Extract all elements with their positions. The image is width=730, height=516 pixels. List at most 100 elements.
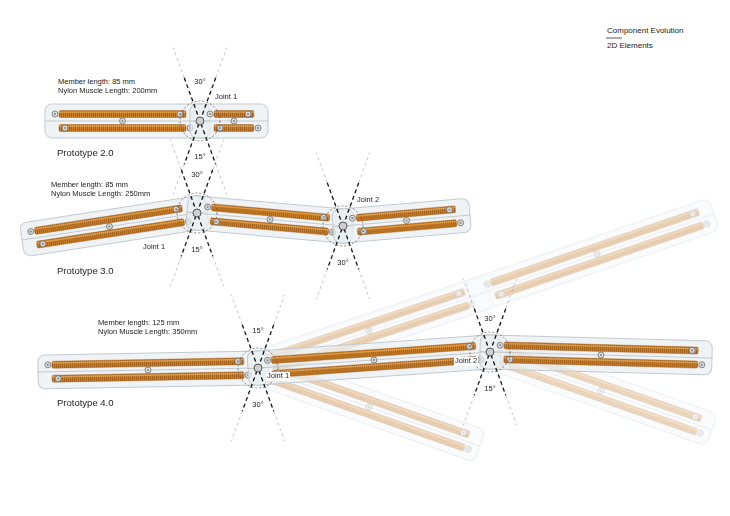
screw-head — [468, 345, 470, 347]
angle-extension — [316, 269, 327, 299]
screw-head — [108, 225, 111, 228]
screw — [106, 223, 113, 230]
screw-head — [269, 218, 271, 220]
acrylic-strip — [480, 335, 713, 375]
screw-head — [47, 364, 49, 366]
screw-head — [121, 120, 123, 122]
screw — [507, 356, 513, 362]
ghost-member — [253, 198, 720, 384]
angle-line — [474, 309, 505, 395]
acrylic-strip — [332, 198, 472, 244]
joint-guide — [170, 140, 223, 287]
screw — [177, 111, 183, 117]
title: Component Evolution — [606, 26, 685, 35]
angle-extension — [213, 256, 224, 286]
screw-head — [500, 293, 503, 296]
angle-extension — [231, 411, 242, 441]
screw — [703, 220, 711, 228]
angle-extension — [359, 153, 370, 183]
acrylic-member — [38, 334, 713, 389]
member-segment — [190, 104, 268, 138]
joint-pin — [193, 209, 201, 217]
nylon-muscle — [210, 218, 329, 235]
screw-head — [57, 378, 59, 380]
joint-circle — [238, 348, 278, 388]
screw-head — [54, 113, 56, 115]
muscle-highlight — [271, 343, 475, 358]
nylon-muscle — [211, 204, 330, 221]
screw — [365, 327, 373, 335]
muscle-highlight — [52, 373, 244, 378]
screw-head — [233, 120, 235, 122]
muscle-highlight — [59, 126, 186, 127]
subtitle: 2D Elements — [606, 41, 654, 50]
screw-head — [705, 222, 708, 225]
joint-circle — [177, 193, 217, 233]
screw — [55, 376, 61, 382]
screw — [231, 118, 237, 124]
screw — [235, 358, 241, 364]
screw-head — [405, 219, 407, 221]
screw — [207, 111, 213, 117]
angle-line — [184, 78, 215, 164]
angle-line — [181, 170, 212, 256]
angle-line — [327, 183, 358, 269]
nylon-muscle — [59, 111, 186, 118]
dimension-label: Nylon Muscle Length: 200mm — [57, 87, 158, 96]
acrylic-strip — [19, 195, 209, 257]
angle-line — [474, 309, 505, 395]
screw — [446, 207, 452, 213]
angle-extension — [506, 279, 517, 309]
center-line — [258, 291, 489, 368]
muscle-highlight — [212, 205, 330, 217]
dimension-label: Nylon Muscle Length: 350mm — [97, 328, 198, 337]
screw-head — [600, 390, 603, 393]
screw-head — [351, 217, 353, 219]
nylon-muscle — [214, 125, 254, 132]
prototype-name: Prototype 4.0 — [56, 398, 115, 409]
angle-line — [184, 78, 215, 164]
angle-line — [327, 183, 358, 269]
member-segment — [45, 104, 210, 138]
screw-head — [701, 364, 703, 366]
angle-extension — [173, 48, 184, 78]
muscle-highlight — [269, 377, 465, 447]
prototypes — [19, 48, 719, 462]
screw — [497, 342, 503, 348]
acrylic-strip — [247, 334, 501, 385]
acrylic-strip — [190, 104, 268, 138]
screw — [689, 210, 697, 218]
screw — [245, 111, 251, 117]
screw-head — [64, 127, 66, 129]
screw — [173, 206, 180, 213]
nylon-muscle — [34, 205, 182, 235]
screw — [360, 228, 366, 234]
screw-head — [691, 212, 694, 215]
muscle-highlight — [272, 357, 476, 372]
screw — [457, 220, 463, 226]
screw-head — [257, 127, 259, 129]
dimension-label: Nylon Muscle Length: 250mm — [50, 190, 151, 199]
nylon-muscle — [494, 222, 704, 300]
screw-head — [219, 127, 221, 129]
screw-head — [459, 222, 461, 224]
angle-label: 30° — [336, 259, 349, 268]
screw-head — [30, 230, 33, 233]
muscle-highlight — [356, 207, 455, 217]
muscle-highlight — [37, 220, 185, 244]
angle-label: 30° — [190, 171, 203, 180]
screw-head — [206, 206, 208, 208]
screw-head — [323, 216, 325, 218]
screw-head — [499, 344, 501, 346]
joint-label: Joint 1 — [142, 243, 166, 252]
angle-extension — [463, 279, 474, 309]
screw — [204, 204, 211, 211]
muscle-highlight — [59, 112, 186, 113]
screw-head — [448, 209, 450, 211]
angle-extension — [359, 269, 370, 299]
muscle-highlight — [504, 343, 698, 350]
joint-label: Joint 2 — [454, 357, 478, 366]
screw — [692, 413, 700, 421]
screw-head — [462, 431, 465, 434]
screw — [403, 217, 409, 223]
